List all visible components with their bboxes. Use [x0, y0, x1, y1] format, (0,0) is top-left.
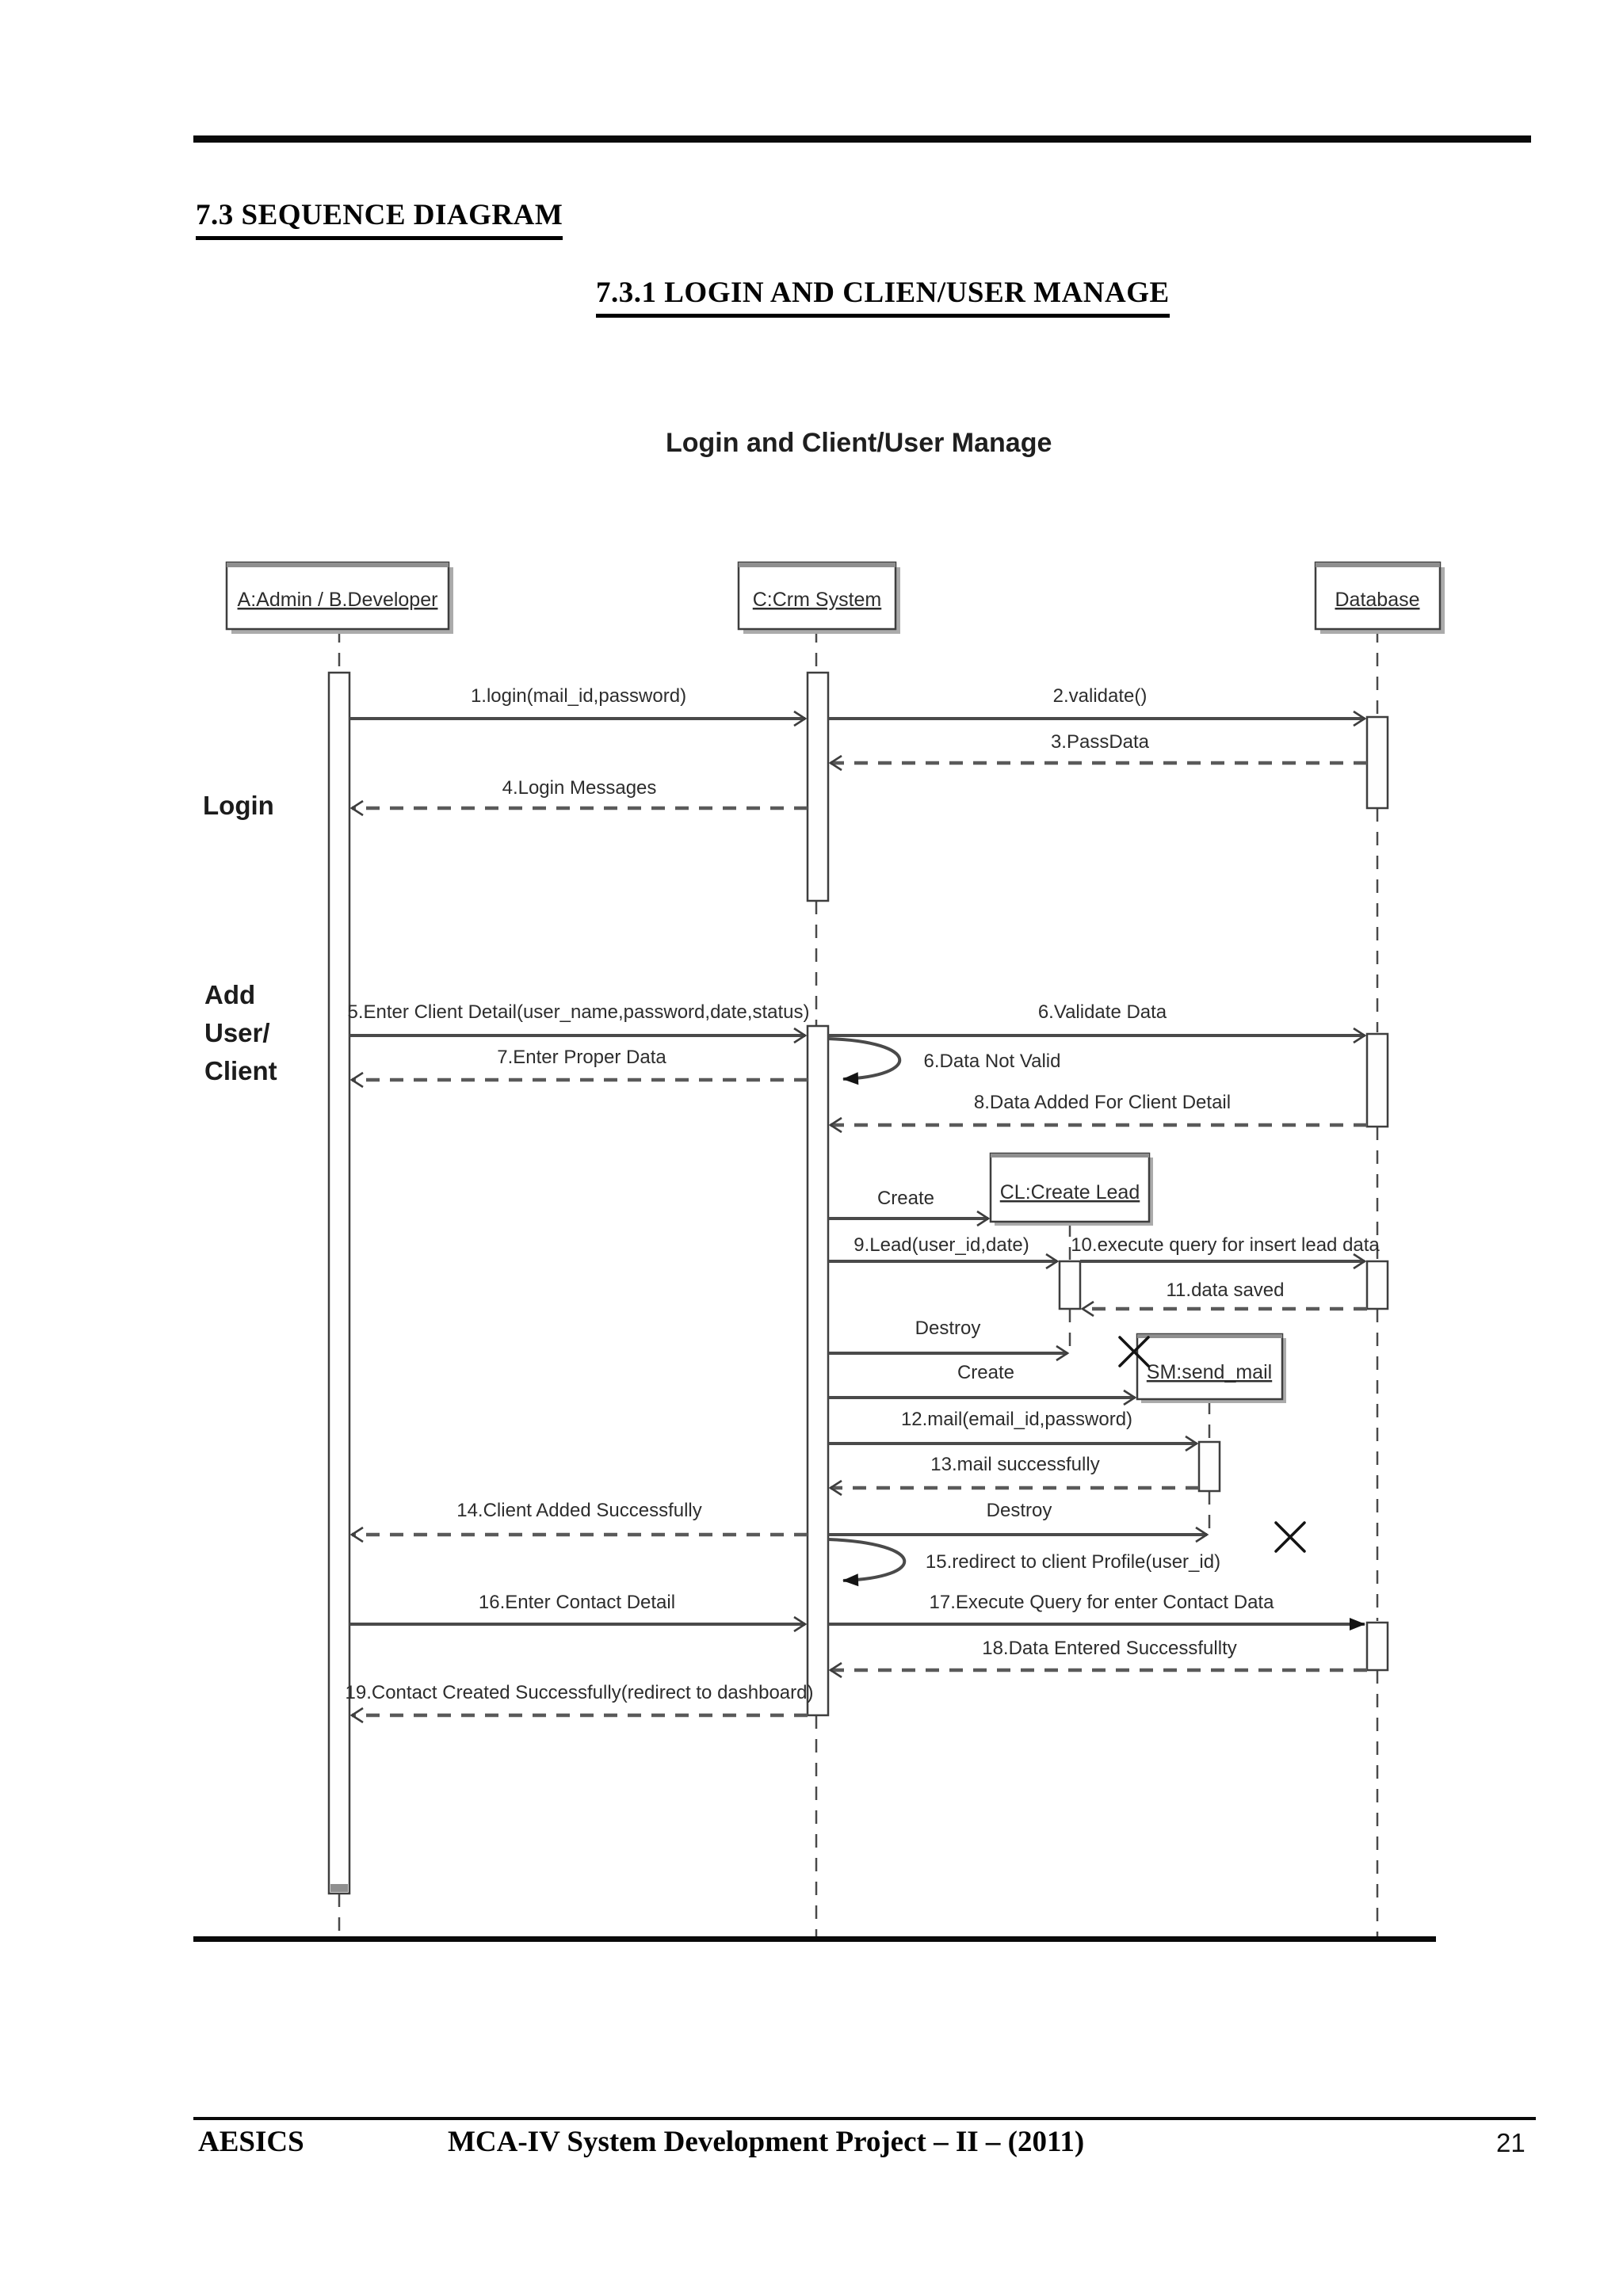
- message-label-destroy-1: Destroy: [915, 1318, 981, 1339]
- message-label-create-2: Create: [957, 1362, 1014, 1383]
- activation-bar-crm-2: [806, 1024, 830, 1717]
- message-label-create-1: Create: [877, 1188, 934, 1209]
- footer-center: MCA-IV System Development Project – II –…: [448, 2126, 1085, 2158]
- message-label-1: 1.login(mail_id,password): [471, 685, 686, 707]
- activation-bar-admin-endcap: [330, 1884, 348, 1892]
- message-label-11: 11.data saved: [1166, 1280, 1284, 1301]
- message-label-5: 5.Enter Client Detail(user_name,password…: [348, 1001, 810, 1023]
- message-label-8: 8.Data Added For Client Detail: [974, 1092, 1231, 1113]
- object-label-create-lead: CL:Create Lead: [1000, 1181, 1140, 1203]
- activation-bar-db-3: [1365, 1260, 1389, 1310]
- destroy-x-send-mail: [1274, 1521, 1306, 1553]
- activation-bar-admin: [327, 671, 351, 1895]
- message-label-13: 13.mail successfully: [930, 1454, 1099, 1475]
- message-label-3: 3.PassData: [1051, 731, 1150, 753]
- object-box-create-lead: CL:Create Lead: [989, 1152, 1153, 1226]
- top-rule: [193, 135, 1531, 143]
- message-label-6: 6.Validate Data: [1038, 1001, 1167, 1023]
- actor-box-admin: A:Admin / B.Developer: [225, 561, 453, 634]
- phase-label-add-user-client: Add User/ Client: [204, 976, 277, 1090]
- message-label-15: 15.redirect to client Profile(user_id): [926, 1551, 1220, 1573]
- activation-bar-crm-1: [806, 671, 830, 902]
- activation-bar-db-2: [1365, 1032, 1389, 1128]
- section-heading: 7.3 SEQUENCE DIAGRAM: [196, 198, 563, 240]
- arrow-redirect-selfloop: [827, 1538, 907, 1587]
- message-label-14: 14.Client Added Successfully: [456, 1500, 702, 1521]
- activation-bar-db-4: [1365, 1621, 1389, 1672]
- message-label-destroy-2: Destroy: [987, 1500, 1052, 1521]
- phase-label-line1: Add: [204, 980, 256, 1009]
- message-label-4: 4.Login Messages: [502, 777, 657, 799]
- phase-label-line2: User/: [204, 1018, 270, 1047]
- message-label-17: 17.Execute Query for enter Contact Data: [930, 1592, 1275, 1613]
- actor-label-crm: C:Crm System: [753, 589, 882, 611]
- message-label-19: 19.Contact Created Successfully(redirect…: [346, 1682, 814, 1703]
- destroy-x-create-lead: [1118, 1336, 1150, 1367]
- activation-bar-db-1: [1365, 715, 1389, 810]
- activation-bar-send-mail: [1197, 1440, 1221, 1493]
- actor-box-crm: C:Crm System: [737, 561, 900, 634]
- page-number: 21: [1496, 2128, 1526, 2157]
- footer-left: AESICS: [198, 2126, 304, 2158]
- phase-label-login: Login: [203, 791, 274, 820]
- phase-label-line3: Client: [204, 1056, 277, 1085]
- subsection-heading: 7.3.1 LOGIN AND CLIEN/USER MANAGE: [596, 276, 1170, 318]
- message-label-6b: 6.Data Not Valid: [924, 1051, 1061, 1072]
- object-label-send-mail: SM:send_mail: [1147, 1361, 1272, 1383]
- footer-rule: [193, 2117, 1536, 2120]
- subsection-heading-text: 7.3.1 LOGIN AND CLIEN/USER MANAGE: [596, 276, 1170, 318]
- section-heading-text: 7.3 SEQUENCE DIAGRAM: [196, 198, 563, 240]
- activation-bar-create-lead: [1058, 1260, 1082, 1310]
- message-label-9: 9.Lead(user_id,date): [854, 1234, 1029, 1256]
- message-label-7: 7.Enter Proper Data: [497, 1047, 666, 1068]
- diagram-title: Login and Client/User Manage: [666, 428, 1052, 458]
- message-label-18: 18.Data Entered Successfullty: [982, 1638, 1237, 1659]
- message-label-16: 16.Enter Contact Detail: [479, 1592, 675, 1613]
- message-label-12: 12.mail(email_id,password): [901, 1409, 1132, 1430]
- object-box-send-mail: SM:send_mail: [1136, 1333, 1286, 1403]
- arrow-data-not-valid-selfloop: [827, 1037, 902, 1085]
- actor-label-database: Database: [1335, 589, 1419, 611]
- actor-box-database: Database: [1314, 561, 1445, 634]
- message-label-2: 2.validate(): [1053, 685, 1148, 707]
- actor-label-admin: A:Admin / B.Developer: [238, 589, 438, 611]
- message-label-10: 10.execute query for insert lead data: [1071, 1234, 1380, 1256]
- diagram-bottom-rule: [193, 1936, 1436, 1942]
